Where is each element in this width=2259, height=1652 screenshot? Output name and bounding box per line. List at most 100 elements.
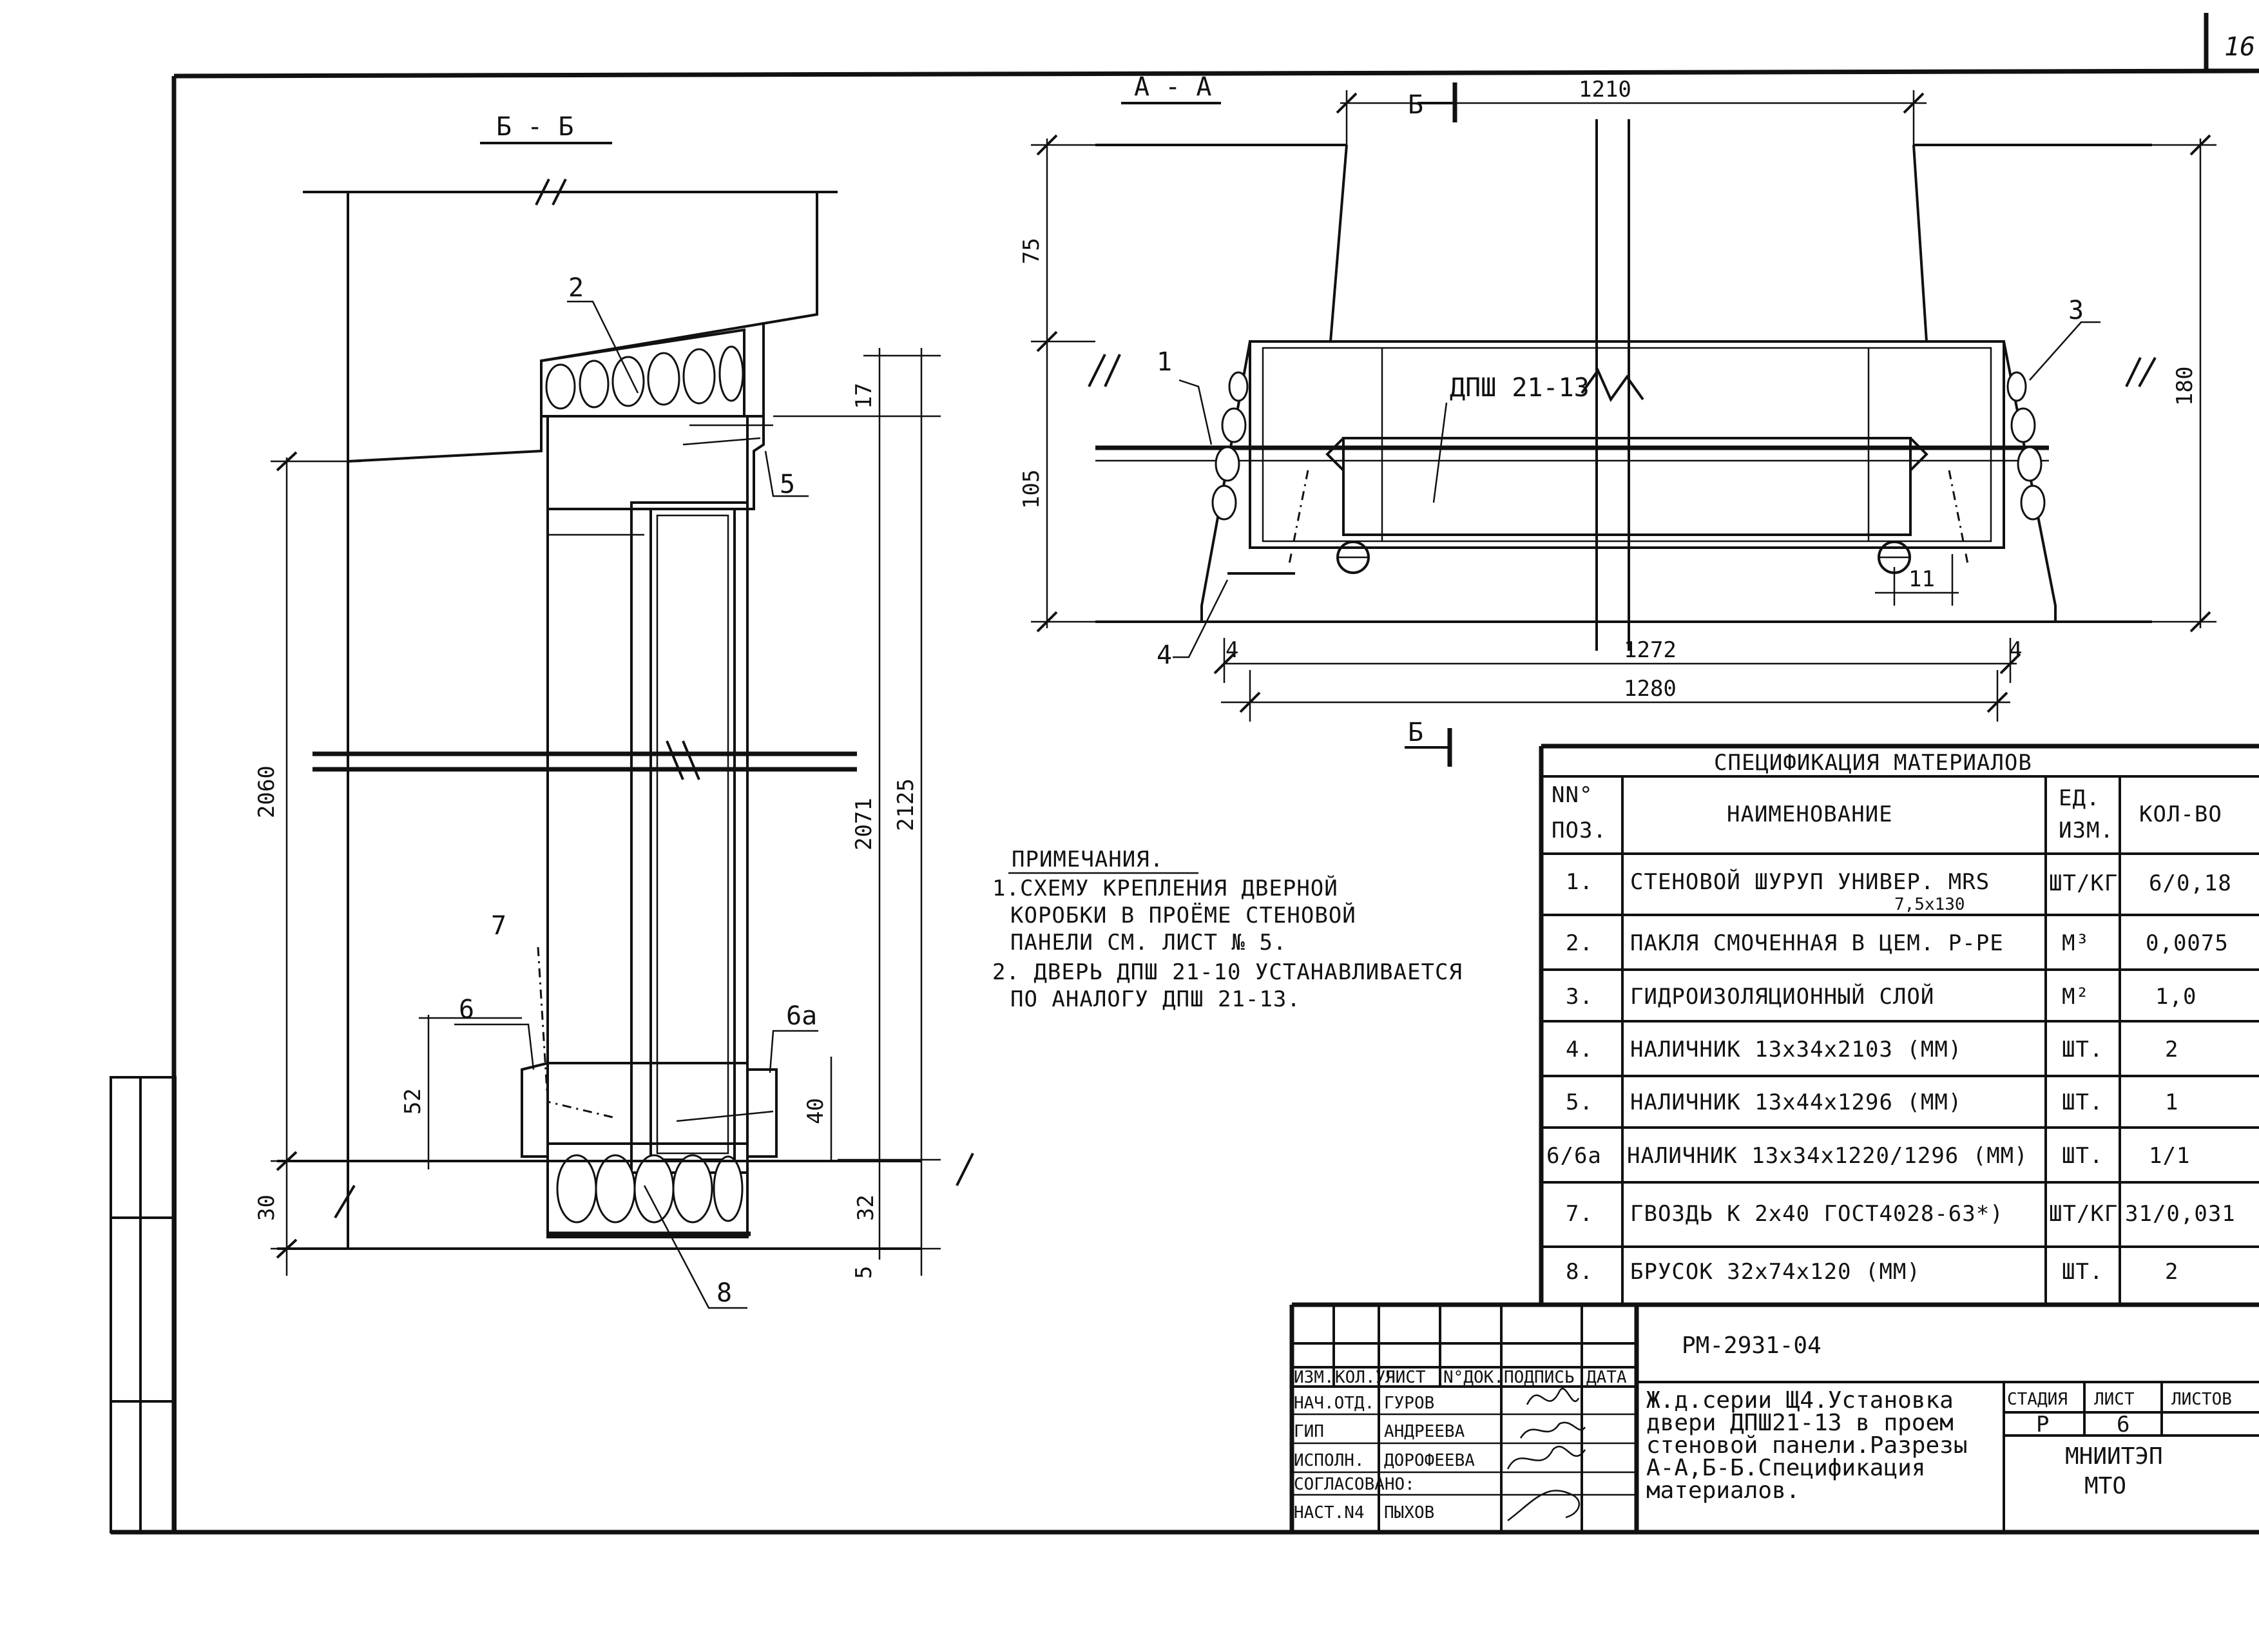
dim-aa-1210: 1210 xyxy=(1579,77,1631,102)
spec-row-8-unit: ШТ. xyxy=(2062,1259,2103,1285)
spec-row-2-unit: М³ xyxy=(2062,930,2090,956)
aa-cut-mark-top: Б xyxy=(1408,90,1423,120)
tb-head-izm: ИЗМ. xyxy=(1294,1368,1334,1387)
callout-bb-6a: 6а xyxy=(786,1001,817,1031)
tb-desc-5: материалов. xyxy=(1646,1477,1800,1504)
tb-desc-2: двери ДПШ21-13 в проем xyxy=(1646,1410,1954,1436)
section-aa: А - А Б Б 1210 xyxy=(1019,72,2216,767)
tb-desc-3: стеновой панели.Разрезы xyxy=(1646,1432,1968,1459)
dim-aa-180: 180 xyxy=(2172,367,2198,406)
tb-sheets-label: ЛИСТОВ xyxy=(2171,1390,2232,1409)
note-line-2: КОРОБКИ В ПРОЁМЕ СТЕНОВОЙ xyxy=(1010,902,1356,928)
note-line-4: 2. ДВЕРЬ ДПШ 21-10 УСТАНАВЛИВАЕТСЯ xyxy=(992,959,1463,985)
dim-bb-5: 5 xyxy=(851,1266,877,1279)
tb-role-4: СОГЛАСОВАНО: xyxy=(1294,1475,1415,1494)
tb-head-podpis: ПОДПИСЬ xyxy=(1504,1368,1575,1387)
tb-name-3: ДОРОФЕЕВА xyxy=(1384,1451,1475,1470)
tb-name-1: ГУРОВ xyxy=(1384,1394,1434,1413)
spec-row-3-unit: М² xyxy=(2062,984,2090,1010)
dim-bb-32: 32 xyxy=(853,1195,879,1221)
spec-row-5-unit: ШТ. xyxy=(2062,1090,2103,1115)
spec-row-6-qty: 1/1 xyxy=(2149,1143,2190,1169)
section-bb-title: Б - Б xyxy=(496,112,573,142)
spec-row-3-pos: 3. xyxy=(1566,984,1593,1010)
dim-bb-52: 52 xyxy=(400,1088,426,1115)
aa-insulation-left xyxy=(1211,371,1249,521)
dim-bb-40: 40 xyxy=(803,1098,829,1124)
dim-aa-4-left: 4 xyxy=(1226,637,1238,663)
tb-desc-1: Ж.д.серии Щ4.Установка xyxy=(1646,1387,1954,1414)
title-block: ИЗМ. КОЛ.УЧ ЛИСТ N°ДОК. ПОДПИСЬ ДАТА НАЧ… xyxy=(1289,1302,2259,1532)
insulation-top xyxy=(545,345,744,410)
spec-row-3-name: ГИДРОИЗОЛЯЦИОННЫЙ СЛОЙ xyxy=(1630,983,1934,1010)
tb-stage: Р xyxy=(2036,1412,2050,1437)
spec-row-8-pos: 8. xyxy=(1566,1259,1593,1285)
spec-head-qty: КОЛ-ВО xyxy=(2139,802,2222,827)
spec-row-2-qty: 0,0075 xyxy=(2146,930,2229,956)
spec-head-unit-1: ЕД. xyxy=(2059,785,2100,811)
callout-bb-5: 5 xyxy=(780,470,795,499)
dim-aa-105: 105 xyxy=(1019,470,1044,509)
aa-cut-mark-bottom: Б xyxy=(1408,718,1423,747)
spec-head-pos-2: ПОЗ. xyxy=(1552,818,1607,843)
spec-row-1-unit: ШТ/КГ xyxy=(2049,870,2118,896)
spec-row-8-qty: 2 xyxy=(2165,1259,2178,1285)
spec-row-7-name: ГВОЗДЬ К 2х40 ГОСТ4028-63*) xyxy=(1630,1201,2004,1227)
spec-row-5-qty: 1 xyxy=(2165,1090,2178,1115)
insulation-bottom xyxy=(556,1154,744,1224)
spec-head-pos-1: NN° xyxy=(1552,782,1593,808)
dim-aa-1272: 1272 xyxy=(1624,637,1677,663)
section-bb: Б - Б xyxy=(254,112,974,1309)
spec-row-4-name: НАЛИЧНИК 13х34х2103 (ММ) xyxy=(1630,1037,1962,1062)
spec-row-6-name: НАЛИЧНИК 13х34х1220/1296 (ММ) xyxy=(1627,1143,2028,1169)
dim-aa-11: 11 xyxy=(1908,566,1935,592)
tb-stage-label: СТАДИЯ xyxy=(2007,1390,2068,1409)
tb-org-1: МНИИТЭП xyxy=(2065,1443,2163,1470)
notes-title: ПРИМЕЧАНИЯ. xyxy=(1012,847,1164,872)
tb-role-5: НАСТ.N4 xyxy=(1294,1503,1365,1522)
spec-row-1-sub: 7,5х130 xyxy=(1894,895,1965,914)
spec-row-2-pos: 2. xyxy=(1566,930,1593,956)
spec-row-6-unit: ШТ. xyxy=(2062,1143,2103,1169)
spec-table: СПЕЦИФИКАЦИЯ МАТЕРИАЛОВ NN° ПОЗ. НАИМЕНО… xyxy=(1539,744,2259,1307)
tb-name-5: ПЫХОВ xyxy=(1384,1503,1434,1522)
binding-strip xyxy=(110,1076,177,1533)
spec-head-unit-2: ИЗМ. xyxy=(2059,818,2114,843)
callout-aa-1: 1 xyxy=(1157,347,1172,377)
spec-row-4-qty: 2 xyxy=(2165,1037,2178,1062)
note-line-5: ПО АНАЛОГУ ДПШ 21-13. xyxy=(1010,986,1301,1012)
signatures xyxy=(1506,1388,1586,1521)
spec-row-1-name: СТЕНОВОЙ ШУРУП УНИВЕР. MRS xyxy=(1630,869,1990,895)
spec-row-7-qty: 31/0,031 xyxy=(2125,1201,2236,1227)
tb-head-list: ЛИСТ xyxy=(1385,1368,1426,1387)
dim-bb-2060: 2060 xyxy=(254,765,280,818)
tb-org-2: МТО xyxy=(2084,1473,2126,1499)
tb-sheet: 6 xyxy=(2117,1412,2130,1437)
tb-head-ndok: N°ДОК. xyxy=(1443,1368,1504,1387)
spec-row-3-qty: 1,0 xyxy=(2155,984,2197,1010)
tb-sheet-label: ЛИСТ xyxy=(2094,1390,2135,1409)
callout-bb-2: 2 xyxy=(568,273,584,303)
dim-bb-30: 30 xyxy=(254,1195,280,1221)
spec-row-2-name: ПАКЛЯ СМОЧЕННАЯ В ЦЕМ. Р-РЕ xyxy=(1630,930,2004,956)
note-line-3: ПАНЕЛИ СМ. ЛИСТ № 5. xyxy=(1010,930,1287,956)
note-line-1: 1.СХЕМУ КРЕПЛЕНИЯ ДВЕРНОЙ xyxy=(992,875,1338,901)
dim-bb-2125: 2125 xyxy=(893,778,919,831)
tb-name-2: АНДРЕЕВА xyxy=(1384,1422,1465,1441)
spec-row-6-pos: 6/6а xyxy=(1546,1143,1602,1169)
section-aa-title: А - А xyxy=(1134,72,1211,102)
callout-aa-3: 3 xyxy=(2068,296,2084,325)
callout-bb-8: 8 xyxy=(716,1278,732,1308)
spec-row-1-qty: 6/0,18 xyxy=(2149,870,2232,896)
tb-role-1: НАЧ.ОТД. xyxy=(1294,1394,1374,1413)
tb-head-koluch: КОЛ.УЧ xyxy=(1335,1368,1396,1387)
tb-role-3: ИСПОЛН. xyxy=(1294,1451,1365,1470)
aa-insulation-right xyxy=(2006,371,2046,521)
tb-code: РМ-2931-04 xyxy=(1682,1332,1822,1359)
corner-sheet-number: 16 xyxy=(2224,32,2255,62)
spec-row-7-unit: ШТ/КГ xyxy=(2049,1201,2118,1227)
spec-row-4-unit: ШТ. xyxy=(2062,1037,2103,1062)
notes-block: ПРИМЕЧАНИЯ. 1.СХЕМУ КРЕПЛЕНИЯ ДВЕРНОЙ КО… xyxy=(992,847,1463,1012)
callout-bb-6: 6 xyxy=(459,995,474,1024)
